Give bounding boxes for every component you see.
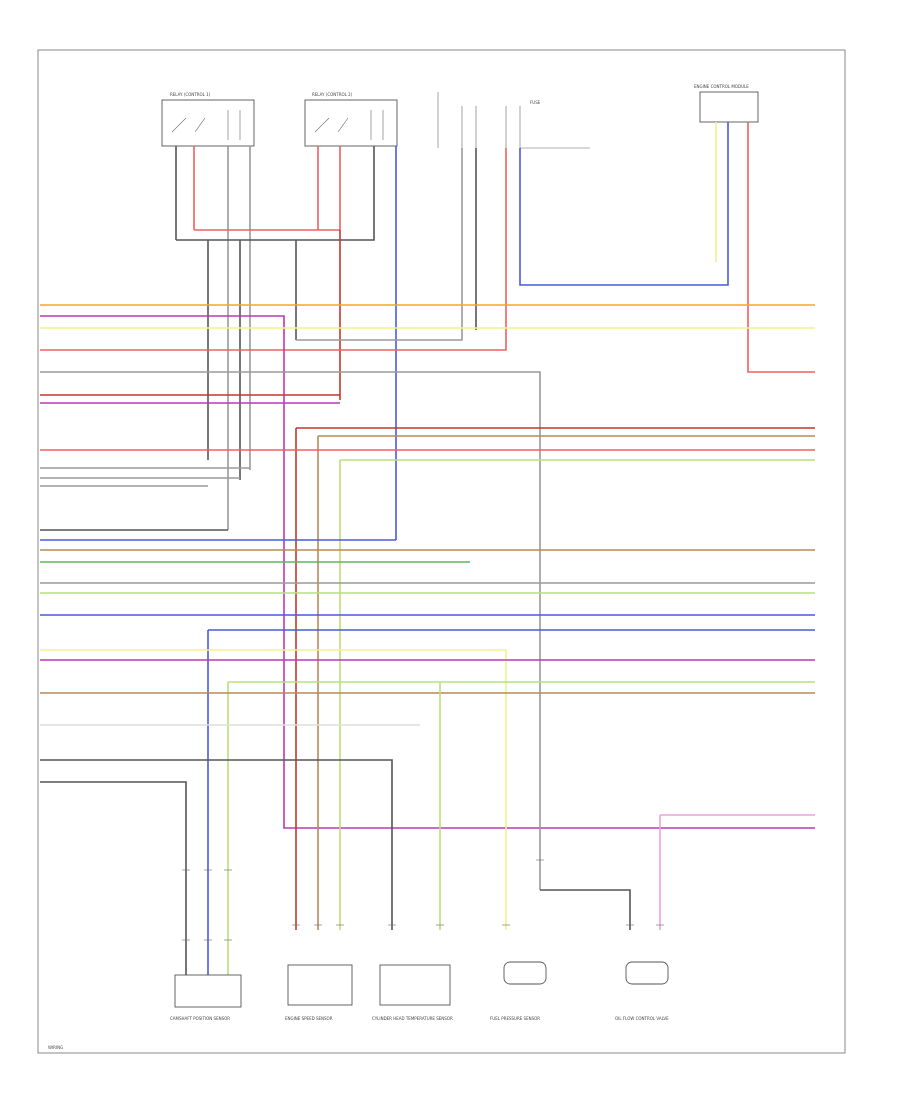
page-reference: WIRING: [48, 1045, 63, 1050]
oil-flow-valve: OIL FLOW CONTROL VALVE: [615, 961, 669, 1021]
fuel-pressure-sensor-label: FUEL PRESSURE SENSOR: [490, 1016, 540, 1021]
engine-speed-sensor-label: ENGINE SPEED SENSOR: [285, 1016, 333, 1021]
connector-ticks: [182, 859, 664, 941]
relay-wires: [175, 146, 397, 540]
fuse-wires: [40, 122, 815, 373]
camshaft-sensor-label: CAMSHAFT POSITION SENSOR: [170, 1016, 230, 1021]
cylinder-head-sensor-label: CYLINDER HEAD TEMPERATURE SENSOR: [372, 1016, 453, 1021]
fuel-pressure-sensor: FUEL PRESSURE SENSOR: [490, 961, 547, 1021]
ecm-connector: ENGINE CONTROL MODULE: [694, 84, 759, 123]
relay-2: RELAY (CONTROL 2): [304, 92, 398, 147]
cylinder-head-sensor: CYLINDER HEAD TEMPERATURE SENSOR: [372, 964, 453, 1021]
fuse-block: FUSE: [437, 92, 590, 149]
ecm-label: ENGINE CONTROL MODULE: [694, 84, 749, 89]
fuse-label: FUSE: [530, 100, 541, 105]
camshaft-sensor: CAMSHAFT POSITION SENSOR: [170, 974, 242, 1021]
diagram-frame: [37, 49, 846, 1054]
relay-2-label: RELAY (CONTROL 2): [312, 92, 353, 97]
oil-flow-valve-label: OIL FLOW CONTROL VALVE: [615, 1016, 669, 1021]
relay-1: RELAY (CONTROL 1): [161, 92, 255, 147]
bus-wires: [40, 304, 815, 975]
relay-1-label: RELAY (CONTROL 1): [170, 92, 211, 97]
engine-speed-sensor: ENGINE SPEED SENSOR: [285, 964, 353, 1021]
